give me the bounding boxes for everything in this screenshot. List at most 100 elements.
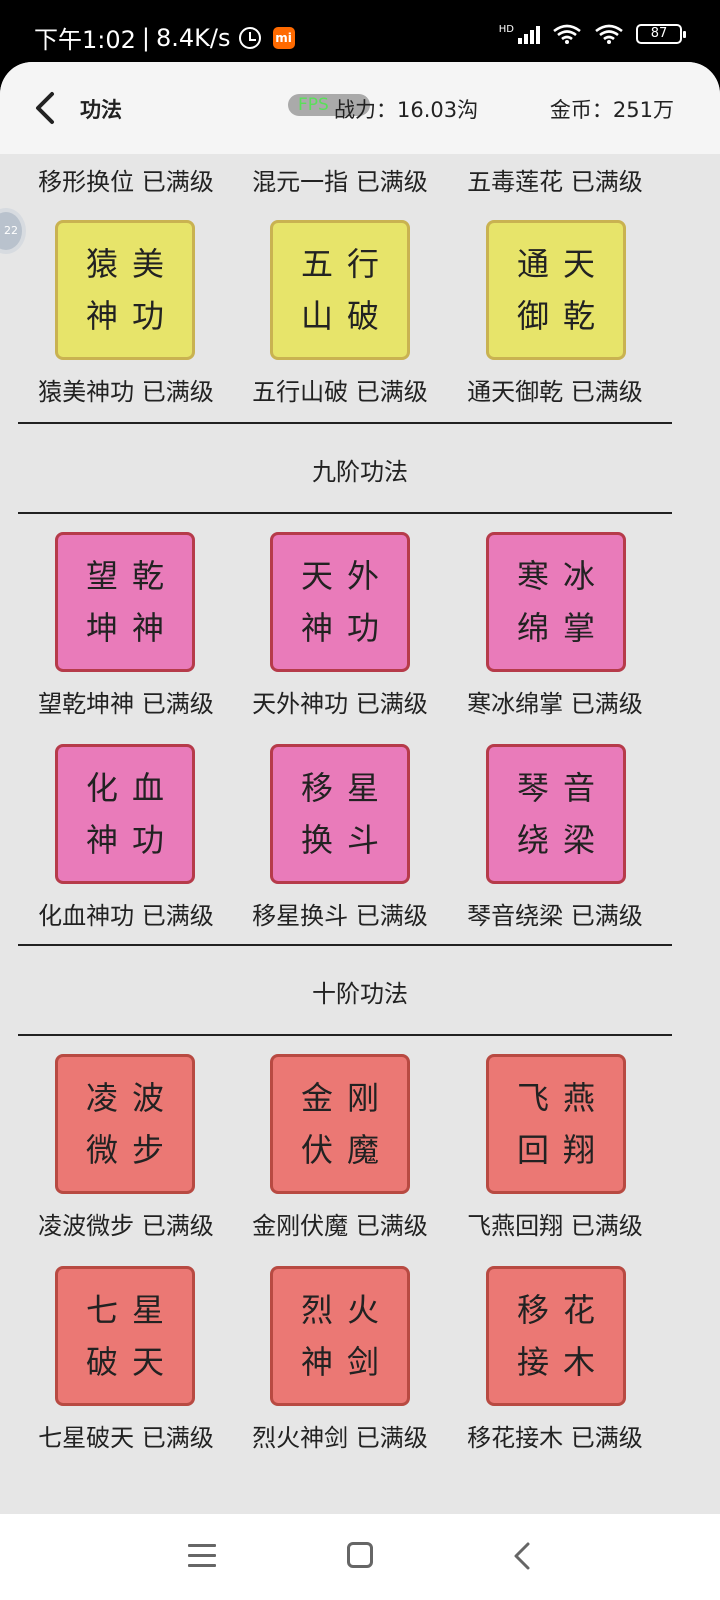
section-title-tier9: 九阶功法 <box>312 458 408 486</box>
section-title-tier10: 十阶功法 <box>312 980 408 1008</box>
section-divider <box>18 422 672 424</box>
tile-line1: 通天 <box>516 245 609 283</box>
back-icon[interactable] <box>508 1540 538 1572</box>
tile-line2: 神功 <box>85 297 178 335</box>
tile-line2: 御乾 <box>516 297 609 335</box>
status-separator: | <box>141 23 150 52</box>
tile-line2: 回翔 <box>516 1131 609 1169</box>
tile-line2: 破天 <box>85 1343 178 1381</box>
skill-tile-yixing[interactable]: 移星 换斗 <box>270 744 410 884</box>
tile-line1: 移星 <box>300 769 393 807</box>
skill-label: 烈火神剑 已满级 <box>252 1424 428 1452</box>
skill-tile-yihua[interactable]: 移花 接木 <box>486 1266 626 1406</box>
alarm-icon <box>238 26 261 49</box>
tile-line1: 五行 <box>300 245 393 283</box>
tile-line1: 移花 <box>516 1291 609 1329</box>
top-row-labels: 移形换位 已满级 混元一指 已满级 五毒莲花 已满级 <box>0 162 720 202</box>
skill-label: 混元一指 已满级 <box>252 168 428 196</box>
tile-line1: 烈火 <box>300 1291 393 1329</box>
tile-line2: 微步 <box>85 1131 178 1169</box>
power-stat: 战力：16.03沟 <box>334 98 479 122</box>
status-time: 下午1:02 <box>34 26 136 54</box>
skill-label: 金刚伏魔 已满级 <box>252 1212 428 1240</box>
skill-label: 琴音绕梁 已满级 <box>467 902 643 930</box>
tile-line1: 凌波 <box>85 1079 178 1117</box>
tile-line1: 寒冰 <box>516 557 609 595</box>
wifi-icon <box>553 24 581 44</box>
menu-icon[interactable] <box>188 1544 216 1568</box>
skill-tile-feiyan[interactable]: 飞燕 回翔 <box>486 1054 626 1194</box>
section-divider <box>18 944 672 946</box>
skill-label: 飞燕回翔 已满级 <box>467 1212 643 1240</box>
tile-line1: 七星 <box>85 1291 178 1329</box>
row-labels: 猿美神功 已满级 五行山破 已满级 通天御乾 已满级 <box>0 372 720 412</box>
skill-tile-wangqian[interactable]: 望乾 坤神 <box>55 532 195 672</box>
tile-line2: 接木 <box>516 1343 609 1381</box>
skill-label: 移形换位 已满级 <box>38 168 214 196</box>
skill-label: 移花接木 已满级 <box>467 1424 643 1452</box>
tile-line2: 伏魔 <box>300 1131 393 1169</box>
skill-label: 五毒莲花 已满级 <box>467 168 643 196</box>
section-divider <box>18 512 672 514</box>
row-labels: 七星破天 已满级 烈火神剑 已满级 移花接木 已满级 <box>0 1418 720 1458</box>
signal-icon <box>518 24 540 44</box>
skill-tile-hanbing[interactable]: 寒冰 绵掌 <box>486 532 626 672</box>
tile-line1: 金刚 <box>300 1079 393 1117</box>
skill-label: 望乾坤神 已满级 <box>38 690 214 718</box>
skill-tile-wuxing[interactable]: 五行 山破 <box>270 220 410 360</box>
app-window: 功法 FPS 战力：16.03沟 金币：251万 移形换位 已满级 混元一指 已… <box>0 62 720 1514</box>
tile-line1: 化血 <box>85 769 178 807</box>
skill-tile-lingbo[interactable]: 凌波 微步 <box>55 1054 195 1194</box>
status-right: HD 87 <box>498 24 686 44</box>
skill-tile-tongtian[interactable]: 通天 御乾 <box>486 220 626 360</box>
back-arrow-icon[interactable] <box>28 86 68 130</box>
tile-line2: 神功 <box>85 821 178 859</box>
skill-tile-qixing[interactable]: 七星 破天 <box>55 1266 195 1406</box>
tile-line1: 天外 <box>300 557 393 595</box>
skill-label: 七星破天 已满级 <box>38 1424 214 1452</box>
skill-tile-qinyin[interactable]: 琴音 绕梁 <box>486 744 626 884</box>
status-left: 下午1:02 | 8.4K/s mi <box>34 20 295 55</box>
tile-line2: 神剑 <box>300 1343 393 1381</box>
skill-label: 寒冰绵掌 已满级 <box>467 690 643 718</box>
header-bar: 功法 FPS 战力：16.03沟 金币：251万 <box>0 62 720 154</box>
skill-label: 移星换斗 已满级 <box>252 902 428 930</box>
skill-tile-jingang[interactable]: 金刚 伏魔 <box>270 1054 410 1194</box>
skill-label: 化血神功 已满级 <box>38 902 214 930</box>
skill-label: 猿美神功 已满级 <box>38 378 214 406</box>
skill-label: 五行山破 已满级 <box>252 378 428 406</box>
home-icon[interactable] <box>347 1542 373 1568</box>
skill-label: 通天御乾 已满级 <box>467 378 643 406</box>
tile-line2: 换斗 <box>300 821 393 859</box>
navigation-bar <box>0 1514 720 1600</box>
network-speed: 8.4K/s <box>156 23 231 52</box>
row-labels: 望乾坤神 已满级 天外神功 已满级 寒冰绵掌 已满级 <box>0 684 720 724</box>
tile-line2: 山破 <box>300 297 393 335</box>
gold-stat: 金币：251万 <box>549 98 674 122</box>
status-bar: 下午1:02 | 8.4K/s mi HD 87 <box>0 0 720 66</box>
battery-icon: 87 <box>636 24 686 44</box>
skill-tile-liehuo[interactable]: 烈火 神剑 <box>270 1266 410 1406</box>
page-title: 功法 <box>80 98 122 122</box>
tile-line1: 猿美 <box>85 245 178 283</box>
skill-tile-huaxue[interactable]: 化血 神功 <box>55 744 195 884</box>
tile-line1: 琴音 <box>516 769 609 807</box>
row-labels: 凌波微步 已满级 金刚伏魔 已满级 飞燕回翔 已满级 <box>0 1206 720 1246</box>
skill-list[interactable]: 移形换位 已满级 混元一指 已满级 五毒莲花 已满级 猿美 神功 五行 山破 通… <box>0 154 720 1514</box>
row-labels: 化血神功 已满级 移星换斗 已满级 琴音绕梁 已满级 <box>0 896 720 936</box>
skill-label: 天外神功 已满级 <box>252 690 428 718</box>
tile-line2: 神功 <box>300 609 393 647</box>
hd-label: HD <box>498 24 514 35</box>
tile-line1: 飞燕 <box>516 1079 609 1117</box>
fps-indicator: FPS <box>288 94 370 116</box>
skill-label: 凌波微步 已满级 <box>38 1212 214 1240</box>
skill-tile-tianwai[interactable]: 天外 神功 <box>270 532 410 672</box>
tile-line2: 绵掌 <box>516 609 609 647</box>
wifi-icon-2 <box>595 24 623 44</box>
skill-tile-yuanmei[interactable]: 猿美 神功 <box>55 220 195 360</box>
tile-line2: 坤神 <box>85 609 178 647</box>
tile-line2: 绕梁 <box>516 821 609 859</box>
section-divider <box>18 1034 672 1036</box>
mi-app-icon: mi <box>272 26 295 49</box>
tile-line1: 望乾 <box>85 557 178 595</box>
